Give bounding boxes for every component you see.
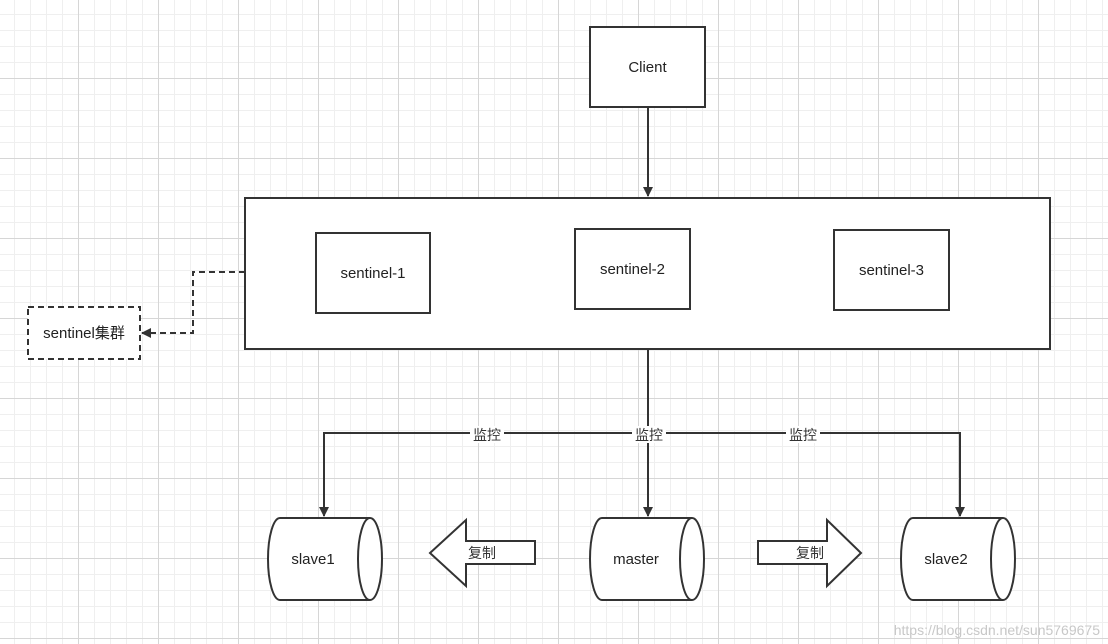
sentinel-1-label: sentinel-1 <box>340 265 405 282</box>
slave2-label: slave2 <box>924 551 967 568</box>
cluster-dashed-edge <box>141 271 245 338</box>
replicate-arrow-left: 复制 <box>428 517 536 589</box>
sentinel-cluster-node[interactable]: sentinel集群 <box>27 306 141 360</box>
master-node[interactable]: master <box>589 517 705 601</box>
master-label: master <box>613 551 659 568</box>
watermark-text: https://blog.csdn.net/sun5769675 <box>893 622 1100 638</box>
replicate-label-right: 复制 <box>796 545 824 562</box>
slave2-node[interactable]: slave2 <box>900 517 1016 601</box>
replicate-arrow-right: 复制 <box>757 517 863 589</box>
sentinel-3-label: sentinel-3 <box>859 262 924 279</box>
sentinel-3-node[interactable]: sentinel-3 <box>833 229 950 311</box>
client-node[interactable]: Client <box>589 26 706 108</box>
replicate-label-left: 复制 <box>468 545 496 562</box>
sentinel-cluster-label: sentinel集群 <box>43 325 125 342</box>
slave1-label: slave1 <box>291 551 334 568</box>
sentinel-1-node[interactable]: sentinel-1 <box>315 232 431 314</box>
sentinel-2-node[interactable]: sentinel-2 <box>574 228 691 310</box>
monitor-label-left: 监控 <box>473 428 501 444</box>
slave1-node[interactable]: slave1 <box>267 517 383 601</box>
monitor-label-center: 监控 <box>635 428 663 444</box>
monitor-label-right: 监控 <box>789 428 817 444</box>
client-label: Client <box>628 59 667 76</box>
monitor-bus <box>323 432 961 516</box>
sentinel-2-label: sentinel-2 <box>600 261 665 278</box>
